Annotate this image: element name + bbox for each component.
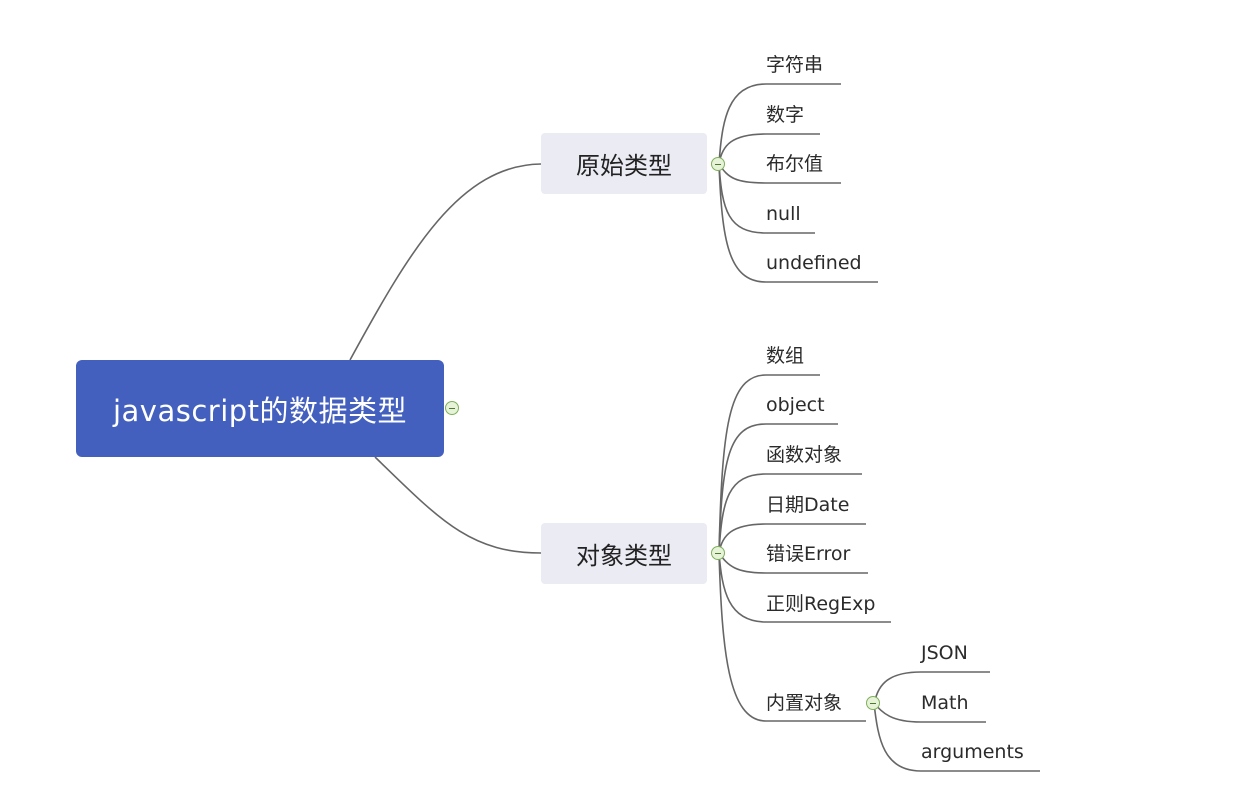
collapse-icon-builtin[interactable] bbox=[866, 696, 880, 710]
connector-primitive-undefined bbox=[718, 163, 878, 283]
leaf-function-object[interactable]: 函数对象 bbox=[766, 444, 843, 466]
leaf-null[interactable]: null bbox=[766, 203, 801, 225]
leaf-object[interactable]: object bbox=[766, 394, 825, 416]
leaf-array[interactable]: 数组 bbox=[766, 345, 805, 367]
leaf-number[interactable]: 数字 bbox=[766, 104, 805, 126]
leaf-boolean[interactable]: 布尔值 bbox=[766, 153, 824, 175]
connector-object-object bbox=[718, 423, 838, 554]
branch-node-object[interactable]: 对象类型 bbox=[541, 523, 707, 584]
leaf-arguments[interactable]: arguments bbox=[921, 741, 1024, 763]
leaf-builtin-objects[interactable]: 内置对象 bbox=[766, 692, 843, 714]
branch-node-primitive[interactable]: 原始类型 bbox=[541, 133, 707, 194]
leaf-date[interactable]: 日期Date bbox=[766, 494, 850, 516]
connector-root-primitive bbox=[349, 163, 542, 361]
leaf-string[interactable]: 字符串 bbox=[766, 54, 824, 76]
collapse-icon-root[interactable] bbox=[445, 401, 459, 415]
connector-object-function bbox=[718, 473, 862, 554]
connector-object-builtin bbox=[718, 552, 866, 722]
branch-label-object: 对象类型 bbox=[576, 542, 672, 570]
connector-builtin-arguments bbox=[873, 702, 1040, 772]
connector-object-regexp bbox=[718, 552, 891, 623]
leaf-undefined[interactable]: undefined bbox=[766, 252, 862, 274]
connector-root-object bbox=[374, 456, 542, 554]
collapse-icon-object[interactable] bbox=[711, 546, 725, 560]
leaf-json[interactable]: JSON bbox=[921, 642, 968, 664]
root-node[interactable]: javascript的数据类型 bbox=[76, 360, 444, 457]
leaf-math[interactable]: Math bbox=[921, 692, 969, 714]
leaf-regexp[interactable]: 正则RegExp bbox=[766, 593, 876, 615]
root-label: javascript的数据类型 bbox=[112, 393, 408, 428]
collapse-icon-primitive[interactable] bbox=[711, 157, 725, 171]
connector-primitive-string bbox=[718, 83, 841, 165]
leaf-error[interactable]: 错误Error bbox=[766, 543, 851, 565]
branch-label-primitive: 原始类型 bbox=[576, 152, 672, 180]
